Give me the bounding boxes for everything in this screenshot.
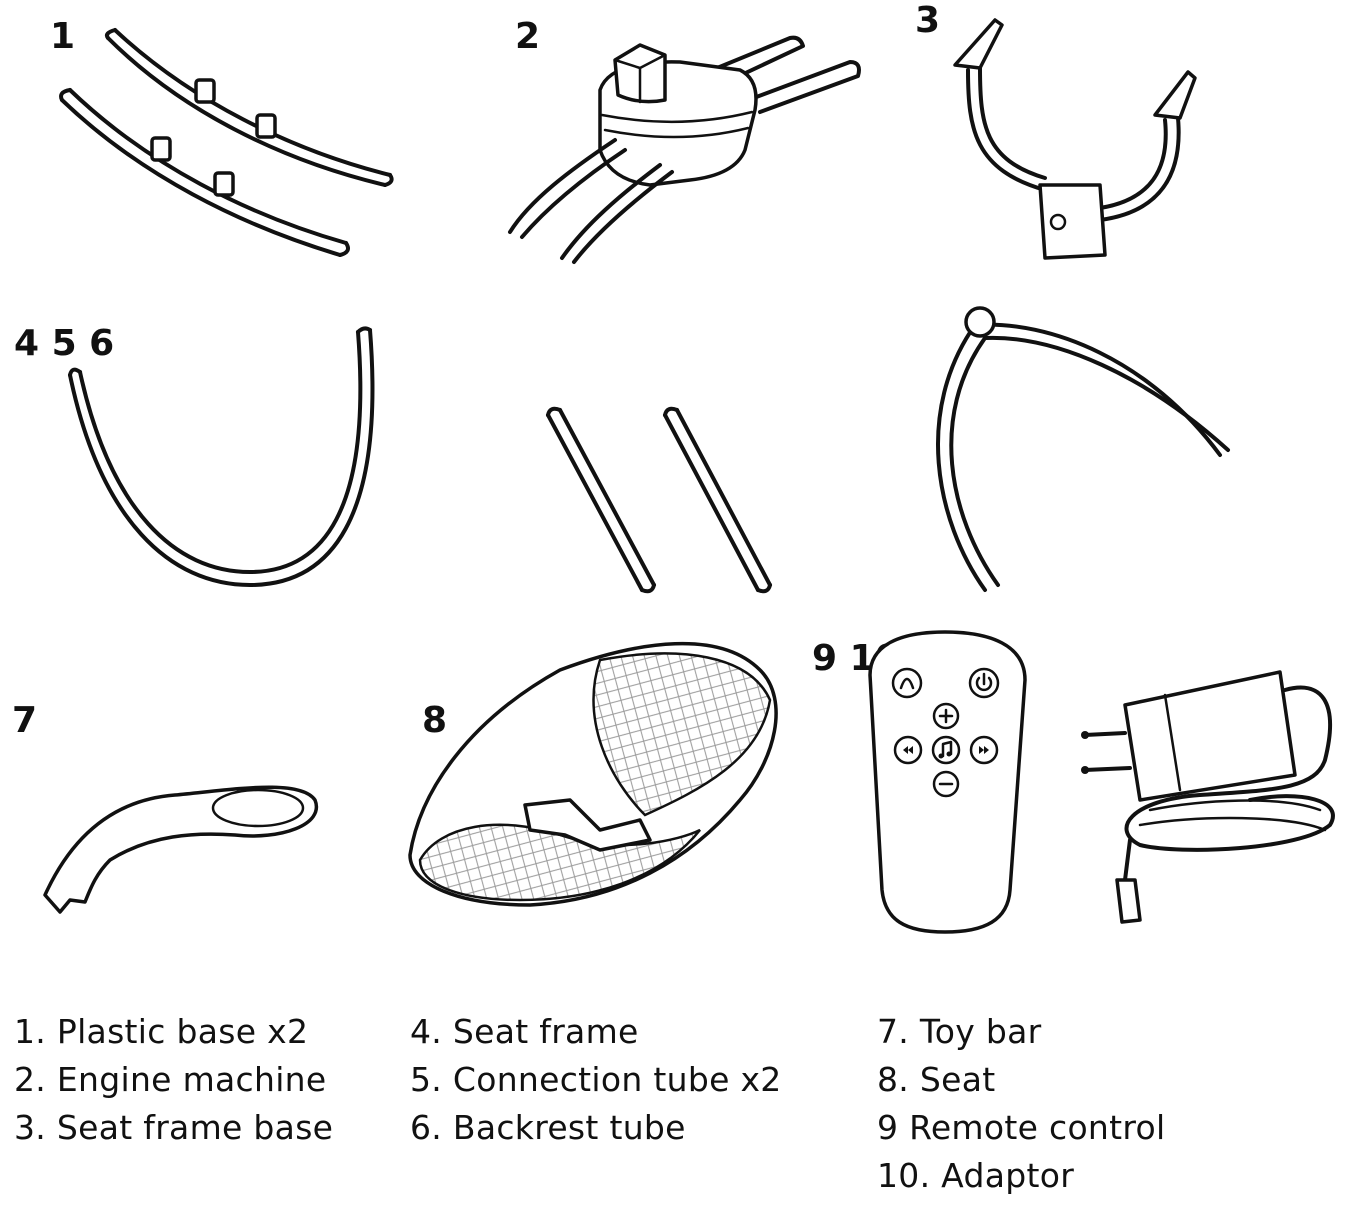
legend-item: 9 Remote control (877, 1108, 1166, 1147)
seat-frame-base-drawing (953, 18, 1197, 260)
engine-machine-drawing (508, 35, 861, 264)
plastic-base-drawing (59, 28, 394, 257)
legend-item: 8. Seat (877, 1060, 996, 1099)
music-icon (931, 735, 961, 765)
part-label-4-5-6: 4 5 6 (14, 323, 114, 364)
part-label-8: 8 (422, 700, 447, 741)
light-icon (891, 667, 923, 699)
toy-bar-drawing (43, 785, 319, 914)
legend-item: 3. Seat frame base (14, 1108, 334, 1147)
part-label-1: 1 (50, 16, 75, 57)
legend-item: 2. Engine machine (14, 1060, 327, 1099)
seat-drawing (408, 641, 778, 907)
power-icon (968, 667, 1000, 699)
part-label-2: 2 (515, 16, 540, 57)
fast-forward-icon (969, 735, 999, 765)
legend-item: 10. Adaptor (877, 1156, 1075, 1195)
seat-frame-drawing (68, 326, 375, 587)
minus-icon (932, 770, 960, 798)
part-label-7: 7 (12, 700, 37, 741)
legend-item: 4. Seat frame (410, 1012, 639, 1051)
legend-item: 1. Plastic base x2 (14, 1012, 309, 1051)
legend-item: 6. Backrest tube (410, 1108, 686, 1147)
legend-column-3: 7. Toy bar 8. Seat 9 Remote control 10. … (877, 1008, 1166, 1200)
legend-item: 7. Toy bar (877, 1012, 1042, 1051)
remote-control-drawing (868, 630, 1027, 934)
backrest-tube-drawing (936, 306, 1230, 592)
connection-tubes-drawing (546, 406, 772, 594)
plus-icon (932, 702, 960, 730)
part-label-3: 3 (915, 0, 940, 41)
adaptor-drawing (1081, 670, 1335, 924)
legend-column-1: 1. Plastic base x2 2. Engine machine 3. … (14, 1008, 333, 1152)
legend-item: 5. Connection tube x2 (410, 1060, 782, 1099)
legend-column-2: 4. Seat frame 5. Connection tube x2 6. B… (410, 1008, 782, 1152)
rewind-icon (893, 735, 923, 765)
